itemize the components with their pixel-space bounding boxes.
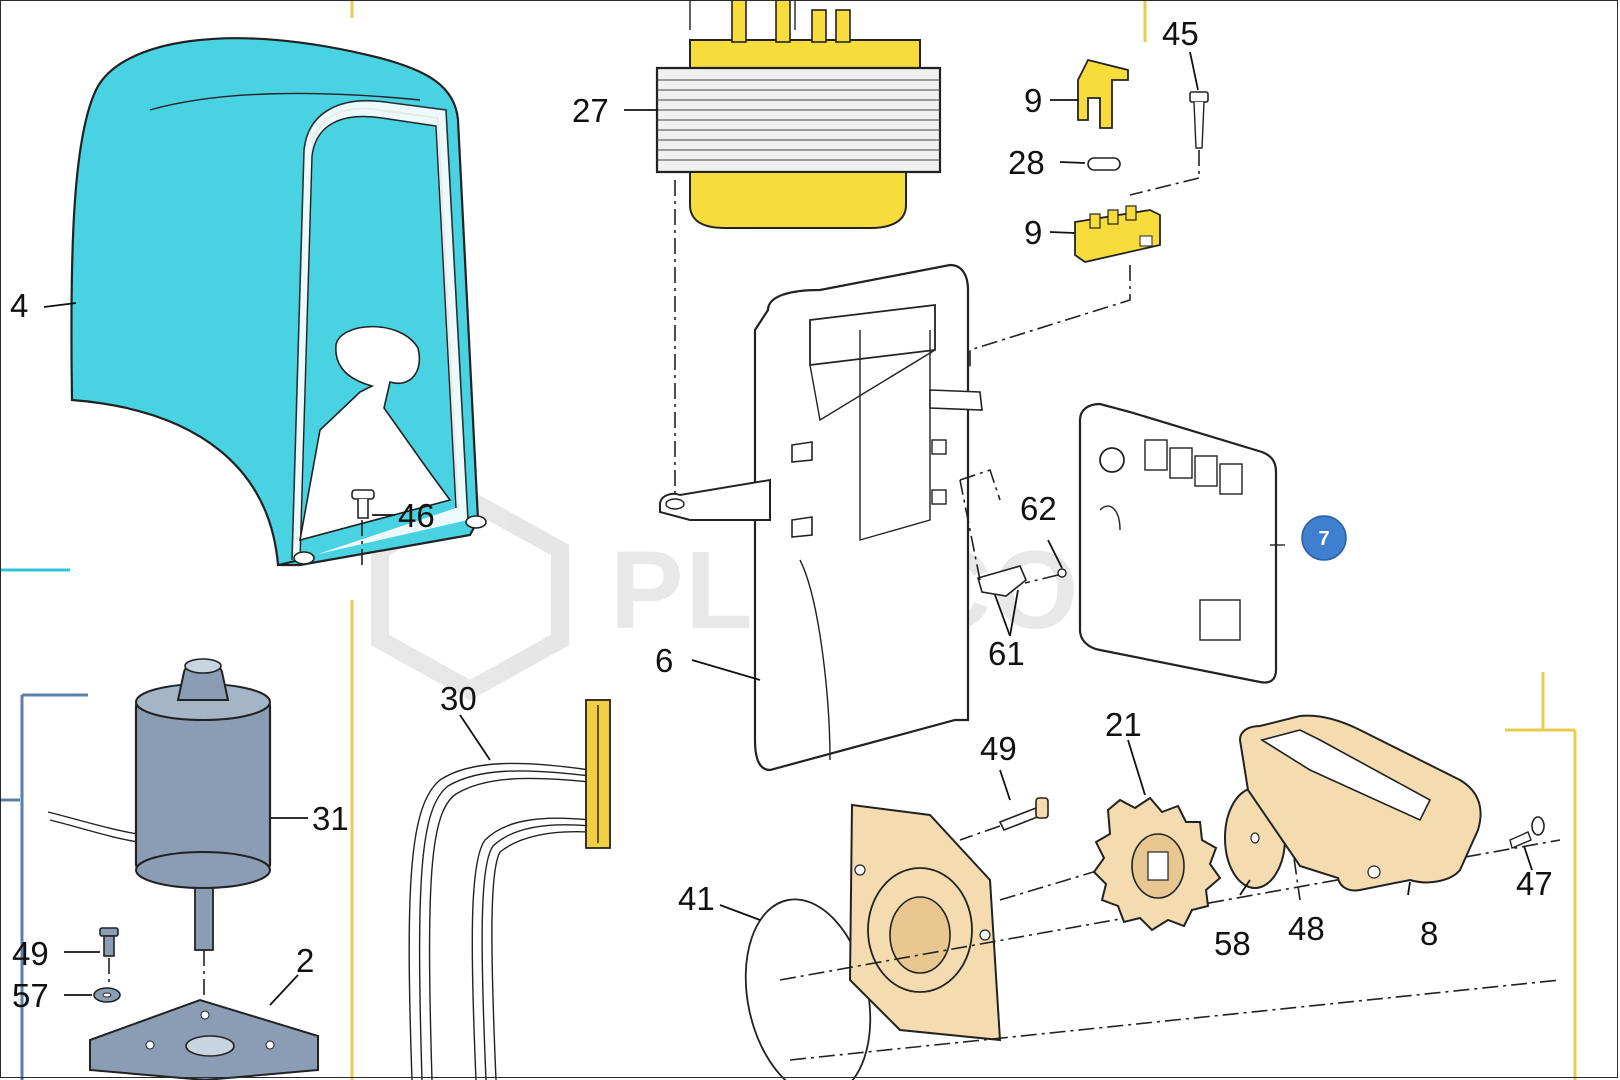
callout-31: 31 [312,800,349,837]
callout-49-left: 49 [12,935,49,972]
transformer-27 [655,0,942,500]
callout-57: 57 [12,977,49,1014]
callout-21: 21 [1105,706,1142,743]
callout-46: 46 [398,497,435,534]
base-plate-2 [89,998,319,1080]
callout-58: 58 [1214,925,1251,962]
wiring-harness-30 [408,699,611,1080]
screw-45 [1129,91,1209,196]
clip-9-top [1077,58,1129,129]
callout-8: 8 [1420,915,1438,952]
callout-2: 2 [296,942,314,979]
callout-6: 6 [655,642,673,679]
screw-46 [351,489,375,565]
cover-part [70,37,487,567]
screw-47 [1509,816,1545,849]
washer-57 [93,987,121,1003]
callout-61: 61 [988,635,1025,672]
screw-49-left [99,927,119,985]
callout-9-top: 9 [1024,82,1042,119]
callout-4: 4 [10,287,28,324]
guide-lines [0,0,1577,1080]
callout-45: 45 [1162,15,1199,52]
fuse-28 [1087,157,1121,171]
control-board-7 [1078,402,1285,684]
callout-62: 62 [1020,490,1057,527]
callout-41: 41 [678,880,715,917]
pinion-gear-21 [1092,796,1222,932]
screw-49-right [959,797,1049,841]
callout-48: 48 [1288,910,1325,947]
badge-7-label: 7 [1318,528,1329,550]
badge-7: 7 [1301,515,1347,561]
callout-30: 30 [440,680,477,717]
pinion-cover-8 [1238,714,1482,892]
callout-27: 27 [572,92,609,129]
housing-6 [659,263,983,772]
callout-49-right: 49 [980,730,1017,767]
connector-61 [959,468,1027,597]
callout-47: 47 [1516,865,1553,902]
terminal-block-9 [969,205,1161,370]
callout-28: 28 [1008,144,1045,181]
callout-9-bottom: 9 [1024,214,1042,251]
motor-part [47,658,272,1000]
screw-62 [1024,568,1067,584]
